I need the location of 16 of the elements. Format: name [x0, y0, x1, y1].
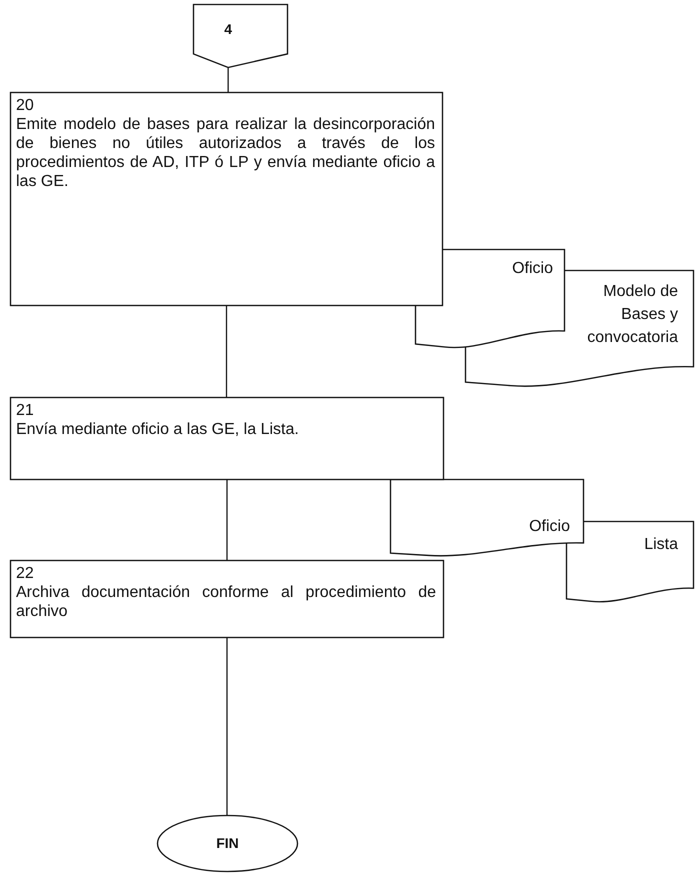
document-label: Oficio — [511, 259, 553, 279]
connector-line — [226, 638, 228, 815]
document-label: Oficio — [528, 517, 570, 537]
step-description: Emite modelo de bases para realizar la desincorporación de bienes no útiles autorizados a través de los procedimientos de AD, ITP ó LP y envía mediante oficio a las GE. — [16, 115, 435, 191]
connector-number: 4 — [223, 20, 234, 39]
step-number: 21 — [16, 401, 35, 420]
connector-line — [228, 68, 229, 92]
connector-line — [226, 480, 228, 560]
step-description: Archiva documentación conforme al procedimiento de archivo — [16, 583, 436, 621]
document-label: Lista — [643, 535, 678, 555]
step-number: 22 — [16, 564, 35, 583]
terminal-label: FIN — [215, 834, 240, 852]
step-description: Envía mediante oficio a las GE, la Lista. — [16, 420, 300, 439]
document-label: Modelo de Bases y convocatoria — [586, 282, 678, 348]
step-number: 20 — [16, 96, 35, 115]
connector-line — [226, 306, 228, 397]
